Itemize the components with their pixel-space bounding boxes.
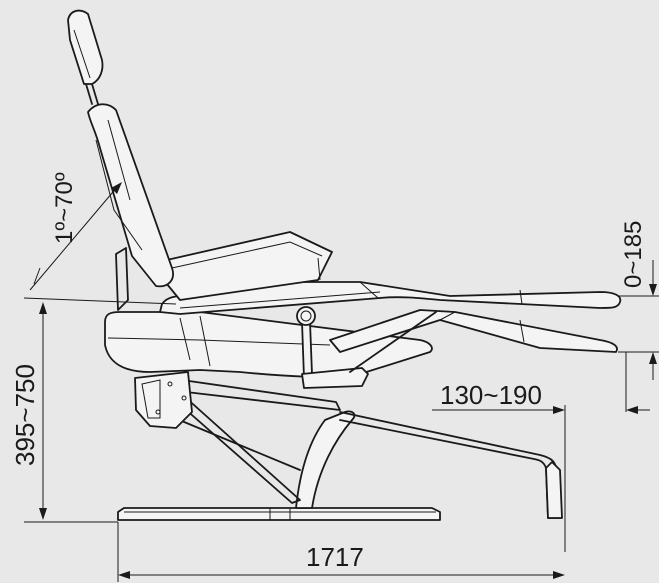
leg-rest-lower: [329, 309, 618, 373]
foot-control-lever: [296, 306, 369, 389]
base-plate: [117, 507, 441, 521]
backrest-angle-dimension: [29, 182, 122, 291]
overall-length-dimension: [117, 522, 565, 582]
seat-height-label: 395~750: [10, 364, 40, 466]
leg-extension-dimension: [432, 352, 650, 552]
seat-height-dimension: [23, 297, 177, 523]
backrest: [87, 103, 174, 311]
legrest-travel-label: 0~185: [620, 221, 647, 288]
headrest: [67, 9, 104, 105]
legrest-travel-dimension: [618, 260, 659, 380]
leg-extension-label: 130~190: [440, 380, 542, 410]
backrest-angle-label: 1º~70º: [51, 172, 78, 244]
lift-arm: [295, 410, 563, 519]
overall-length-label: 1717: [306, 542, 364, 572]
motor-housing: [134, 371, 193, 429]
